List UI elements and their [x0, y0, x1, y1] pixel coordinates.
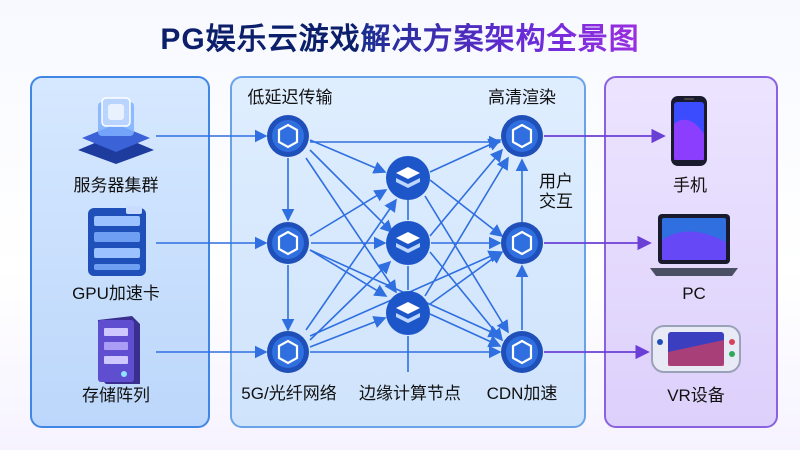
hd-render-label: 高清渲染 [488, 88, 556, 107]
network-node-icon [267, 115, 309, 157]
gpu-card-icon [88, 206, 146, 276]
phone-label: 手机 [673, 176, 707, 195]
low-latency-label: 低延迟传输 [247, 88, 333, 107]
gpu-card-label: GPU加速卡 [72, 284, 160, 303]
render-node-icon [501, 115, 543, 157]
cdn-node-icon [501, 331, 543, 373]
vr-device-icon [651, 325, 741, 373]
storage-array-icon [98, 316, 140, 384]
user-interaction-line1: 用户 [539, 172, 573, 191]
user-interaction-line2: 交互 [539, 191, 573, 211]
network-node-icon [267, 222, 309, 264]
cdn-label: CDN加速 [486, 384, 558, 403]
title-part1: PG娱乐云游戏 [160, 23, 361, 56]
edge-node-icon [386, 156, 430, 200]
vr-label: VR设备 [667, 386, 725, 405]
storage-array-label: 存储阵列 [82, 386, 150, 405]
edge-node-icon [386, 291, 430, 335]
server-cluster-icon [78, 97, 154, 164]
pc-label: PC [682, 284, 706, 303]
edge-computing-label: 边缘计算节点 [359, 384, 461, 403]
laptop-icon [650, 214, 738, 276]
edge-node-icon [386, 221, 430, 265]
network-5g-label: 5G/光纤网络 [241, 384, 337, 403]
page-title: PG娱乐云游戏解决方案架构全景图 [0, 14, 800, 58]
title-part2: 解决方案架构全景图 [360, 23, 640, 56]
server-cluster-label: 服务器集群 [73, 176, 159, 195]
network-node-icon [267, 331, 309, 373]
render-node-icon [501, 222, 543, 264]
phone-icon [671, 96, 707, 166]
user-interaction-label: 用户 交互 [539, 172, 573, 211]
